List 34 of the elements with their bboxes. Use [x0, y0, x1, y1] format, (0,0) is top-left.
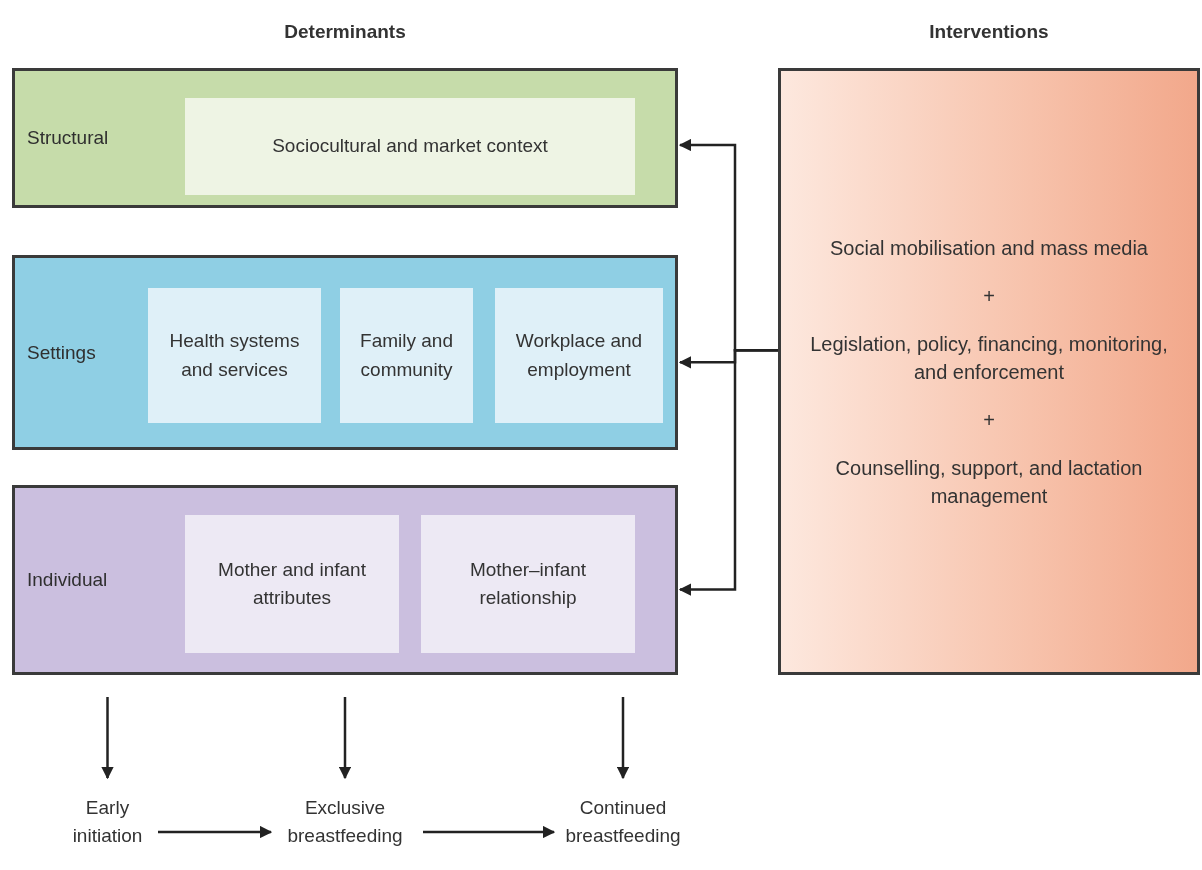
individual-factor-box — [421, 515, 635, 653]
intervention-text: Legislation, policy, financing, monitoring, and enforcement — [809, 331, 1169, 385]
arrow — [616, 697, 630, 780]
outcome-label: Continued breastfeeding — [564, 795, 682, 848]
intervention-text: + — [983, 407, 995, 433]
factor-label: Health systems and services — [168, 329, 301, 382]
factor-label: Mother–infant relationship — [468, 557, 588, 610]
intervention-text: Counselling, support, and lactation management — [834, 455, 1144, 509]
outcome-label: Exclusive breastfeeding — [286, 795, 404, 848]
column-heading: Interventions — [928, 20, 1050, 44]
setting-box — [148, 288, 321, 423]
arrow — [158, 825, 273, 839]
structural-band — [12, 68, 678, 208]
factor-label: Workplace and employment — [514, 329, 644, 382]
band-label: Structural — [27, 125, 109, 150]
arrow — [423, 825, 556, 839]
settings-band — [12, 255, 678, 450]
context-box — [185, 98, 635, 195]
factor-label: Sociocultural and market context — [272, 134, 548, 159]
arrow — [101, 697, 114, 780]
individual-factor-box — [185, 515, 399, 653]
factor-label: Family and community — [359, 329, 454, 382]
intervention-text: + — [983, 283, 995, 309]
factor-label: Mother and infant attributes — [217, 557, 367, 610]
setting-box — [340, 288, 473, 423]
band-label: Individual — [27, 567, 108, 592]
intervention-text: Social mobilisation and mass media — [830, 235, 1148, 261]
arrow — [678, 349, 778, 596]
band-label: Settings — [27, 340, 96, 365]
arrow — [338, 697, 352, 780]
outcome-label: Early initiation — [71, 795, 144, 848]
individual-band — [12, 485, 678, 675]
column-heading: Determinants — [283, 20, 407, 44]
setting-box — [495, 288, 663, 423]
